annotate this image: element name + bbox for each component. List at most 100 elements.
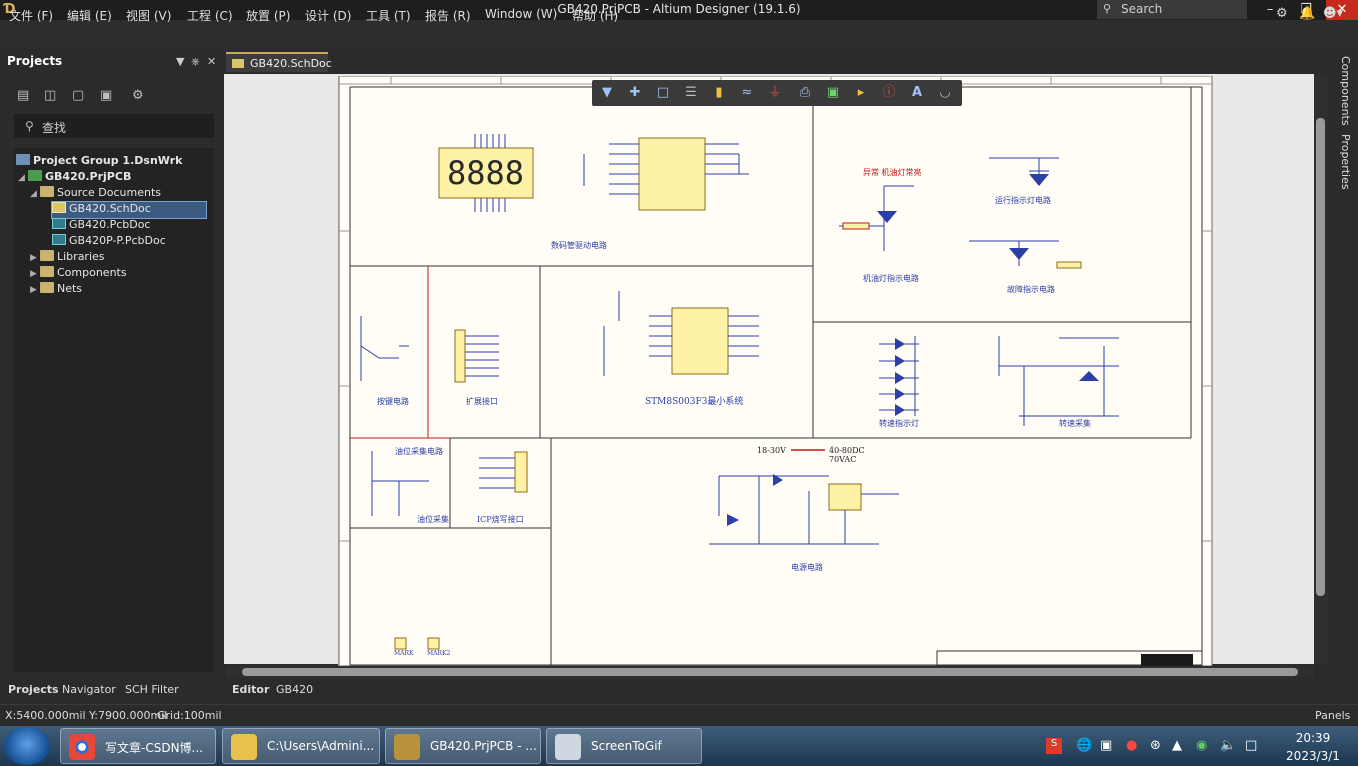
label-icp: ICP烧写接口 <box>477 515 524 524</box>
bell-icon[interactable]: 🔔 <box>1299 6 1316 21</box>
tree-item-prjpcb[interactable]: ◢GB420.PrjPCB <box>18 170 132 183</box>
tree-item-pcbdoc-pp[interactable]: GB420P-P.PcbDoc <box>52 234 206 250</box>
start-button[interactable] <box>4 727 50 765</box>
menu-project[interactable]: 工程 (C) <box>187 9 233 23</box>
status-bar <box>0 704 1358 726</box>
workspace-icon <box>16 154 30 165</box>
tab-sch-filter[interactable]: SCH Filter <box>125 683 179 696</box>
pcb-doc-icon <box>52 234 66 245</box>
panel-close-icon[interactable]: ✕ <box>207 55 217 68</box>
menu-window[interactable]: Window (W) <box>485 7 558 21</box>
active-bar-toolbar <box>592 80 962 106</box>
schematic-sheet[interactable]: 8888 <box>338 75 1213 667</box>
task-altium[interactable]: GB420.PrjPCB - ... <box>385 728 541 764</box>
tab-schdoc[interactable]: GB420.SchDoc <box>226 52 332 72</box>
seven-seg-display-text: 8888 <box>447 154 524 192</box>
tree-item-source-documents[interactable]: ◢Source Documents <box>30 186 161 199</box>
tab-navigator[interactable]: Navigator <box>62 683 116 696</box>
user-icon[interactable]: ☻▾ <box>1323 6 1344 21</box>
text-icon[interactable]: A <box>911 85 923 100</box>
menu-place[interactable]: 放置 (P) <box>246 9 291 23</box>
horizontal-scroll-thumb[interactable] <box>242 668 1298 676</box>
expand-icon[interactable]: ▶ <box>30 285 37 295</box>
bus-icon[interactable]: ⎙ <box>799 85 811 100</box>
open-folder-icon[interactable]: ▢ <box>72 88 85 103</box>
menu-view[interactable]: 视图 (V) <box>126 9 172 23</box>
filter-icon[interactable]: ▼ <box>602 85 612 100</box>
maximize-button[interactable]: ❐ <box>1300 2 1312 17</box>
nvidia-icon[interactable]: ◉ <box>1196 738 1208 753</box>
monitor-icon[interactable]: ▣ <box>1100 738 1113 753</box>
collapse-icon[interactable]: ◢ <box>30 189 37 199</box>
tree-item-schdoc[interactable]: GB420.SchDoc <box>51 201 207 219</box>
tab-components[interactable]: Components <box>1339 56 1352 126</box>
network-globe-icon[interactable]: 🌐 <box>1076 738 1093 753</box>
tab-gb420[interactable]: GB420 <box>276 683 314 696</box>
tree-item-nets[interactable]: ▶Nets <box>30 282 83 295</box>
menu-help[interactable]: 帮助 (H) <box>572 9 619 23</box>
tray-s-icon[interactable]: S <box>1046 738 1062 754</box>
panel-tabs <box>0 682 222 700</box>
move-icon[interactable]: ✚ <box>629 85 641 100</box>
clock-date[interactable]: 2023/3/1 <box>1286 749 1340 763</box>
wire-icon[interactable]: ≈ <box>741 85 753 100</box>
gear-icon[interactable]: ⚙ <box>1276 6 1288 21</box>
window-title: GB420.PrjPCB - Altium Designer (19.1.6) <box>557 2 801 16</box>
label-pulse-led: 转速指示灯 <box>879 419 919 428</box>
folder-icon <box>231 734 257 760</box>
screentogif-icon <box>555 734 581 760</box>
menu-design[interactable]: 设计 (D) <box>305 9 352 23</box>
component-icon[interactable]: ▮ <box>715 85 723 100</box>
label-digital-tube: 数码管驱动电路 <box>551 241 607 250</box>
menu-edit[interactable]: 编辑 (E) <box>67 9 112 23</box>
folder-icon <box>40 250 54 261</box>
security-icon[interactable]: ● <box>1126 738 1138 753</box>
volume-icon[interactable]: 🔈 <box>1220 738 1237 753</box>
menu-file[interactable]: 文件 (F) <box>9 9 54 23</box>
power-port-icon[interactable]: ⏚ <box>768 85 782 100</box>
projects-search-input[interactable]: ⚲ 查找 <box>14 114 214 138</box>
task-screentogif[interactable]: ScreenToGif <box>546 728 702 764</box>
panels-button[interactable]: Panels <box>1315 709 1351 722</box>
chrome-icon <box>69 734 95 760</box>
label-v-out: 40-80DC 70VAC <box>829 446 865 464</box>
task-explorer[interactable]: C:\Users\Admini... <box>222 728 380 764</box>
tree-item-components[interactable]: ▶Components <box>30 266 127 279</box>
expand-icon[interactable]: ▶ <box>30 269 37 279</box>
tab-editor[interactable]: Editor <box>232 683 270 696</box>
minimize-button[interactable]: – <box>1266 2 1274 17</box>
panel-menu-icon[interactable]: ▼ <box>176 55 185 68</box>
folder-settings-icon[interactable]: ▣ <box>100 88 113 103</box>
pin-icon[interactable]: ⎈ <box>191 55 200 68</box>
settings-icon[interactable]: ⚙ <box>132 88 144 103</box>
expand-icon[interactable]: ▶ <box>30 253 37 263</box>
save-icon[interactable]: ▤ <box>17 88 30 103</box>
tab-properties[interactable]: Properties <box>1339 134 1352 190</box>
cursor-coordinates: X:5400.000mil Y:7900.000mil <box>5 709 168 722</box>
tree-item-pcbdoc[interactable]: GB420.PcbDoc <box>52 218 206 234</box>
right-side-panel <box>1330 50 1358 680</box>
arc-icon[interactable]: ◡ <box>939 85 951 100</box>
close-button[interactable]: ✕ <box>1326 0 1358 20</box>
directive-icon[interactable]: ⓘ <box>882 85 896 100</box>
network-icon[interactable]: ▲ <box>1172 738 1182 753</box>
tab-projects[interactable]: Projects <box>8 683 59 696</box>
schematic-drawing: 8888 <box>338 75 1213 667</box>
bluetooth-icon[interactable]: ⊛ <box>1150 738 1161 753</box>
align-icon[interactable]: ☰ <box>685 85 697 100</box>
tree-item-libraries[interactable]: ▶Libraries <box>30 250 105 263</box>
action-center-icon[interactable]: □ <box>1245 738 1258 753</box>
tree-item-project-group[interactable]: Project Group 1.DsnWrk <box>16 154 206 170</box>
collapse-icon[interactable]: ◢ <box>18 173 25 183</box>
save-all-icon[interactable]: ◫ <box>44 88 57 103</box>
menu-reports[interactable]: 报告 (R) <box>425 9 471 23</box>
search-input[interactable]: ⚲ Search <box>1097 0 1247 19</box>
label-abnormal: 异常 机油灯常亮 <box>863 168 922 177</box>
clock-time[interactable]: 20:39 <box>1295 731 1331 745</box>
select-rect-icon[interactable]: □ <box>656 85 670 100</box>
task-chrome[interactable]: 写文章-CSDN博... <box>60 728 216 764</box>
vertical-scroll-thumb[interactable] <box>1316 118 1325 596</box>
port-icon[interactable]: ▸ <box>857 85 865 100</box>
sheet-symbol-icon[interactable]: ▣ <box>826 85 840 100</box>
menu-tools[interactable]: 工具 (T) <box>366 9 411 23</box>
